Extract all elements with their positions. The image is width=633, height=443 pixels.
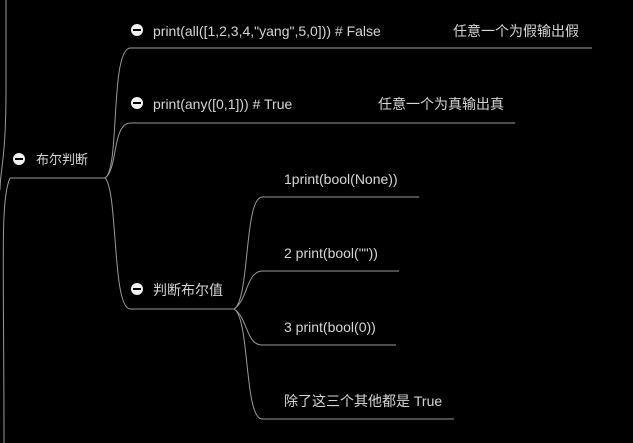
connector-child-2 — [233, 270, 399, 310]
child-node-4[interactable]: 除了这三个其他都是 True — [284, 393, 443, 409]
connector-branch-2 — [104, 122, 515, 179]
branch-2-label[interactable]: print(any([0,1])) # True — [153, 96, 293, 112]
child-node-3[interactable]: 3 print(bool(0)) — [284, 319, 376, 335]
child-node-2[interactable]: 2 print(bool("")) — [284, 245, 378, 261]
connector-child-1 — [233, 196, 419, 310]
child-node-1[interactable]: 1print(bool(None)) — [284, 171, 398, 187]
branch-3-label[interactable]: 判断布尔值 — [153, 282, 223, 298]
connector-child-3 — [233, 308, 396, 346]
collapse-branch-2-button[interactable] — [131, 97, 143, 109]
connector-child-4 — [233, 308, 454, 420]
parent-connector — [0, 0, 7, 191]
branch-1-label[interactable]: print(all([1,2,3,4,"yang",5,0])) # False — [153, 23, 381, 39]
branch-2-note[interactable]: 任意一个为真输出真 — [378, 96, 504, 112]
root-node-label[interactable]: 布尔判断 — [36, 152, 89, 167]
connector-branch-3 — [104, 177, 234, 310]
collapse-root-button[interactable] — [13, 153, 25, 165]
collapse-branch-3-button[interactable] — [131, 283, 143, 295]
connector-branch-1 — [104, 47, 592, 179]
branch-1-note[interactable]: 任意一个为假输出假 — [453, 23, 579, 39]
parent-connector-lower — [2, 177, 11, 443]
collapse-branch-1-button[interactable] — [131, 24, 143, 36]
